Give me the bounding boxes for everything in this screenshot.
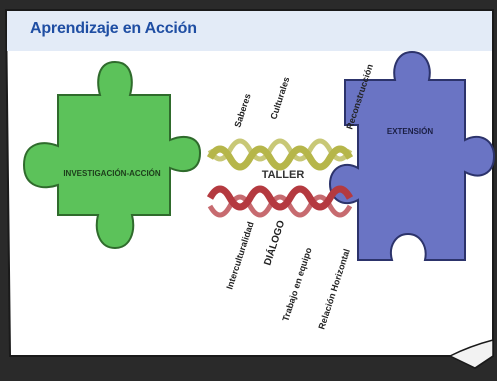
puzzle-piece-right xyxy=(328,50,496,261)
helix xyxy=(206,138,354,218)
helix-bottom-strand-alt xyxy=(207,194,353,218)
slide-title: Aprendizaje en Acción xyxy=(30,20,197,37)
corner-curl xyxy=(448,339,494,369)
helix-top-strand xyxy=(206,145,354,171)
right-piece-label: EXTENSIÓN xyxy=(387,127,433,136)
header-band xyxy=(7,11,492,51)
left-piece-label: INVESTIGACIÓN-ACCIÓN xyxy=(63,169,161,178)
center-label: TALLER xyxy=(262,169,305,181)
puzzle-piece-left xyxy=(22,60,202,250)
helix-top-strand-alt xyxy=(207,138,353,162)
